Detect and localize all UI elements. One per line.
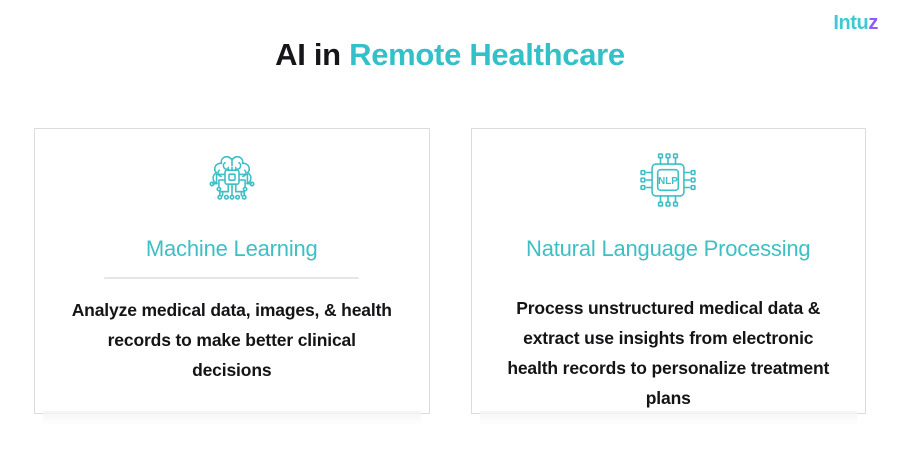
card-shadow bbox=[43, 411, 421, 425]
page-title: AI in Remote Healthcare bbox=[0, 36, 900, 73]
logo-text-accent: z bbox=[868, 12, 878, 34]
page-title-plain: AI in bbox=[275, 37, 350, 72]
card-machine-learning: Machine Learning Analyze medical data, i… bbox=[34, 128, 430, 425]
page-title-accent: Remote Healthcare bbox=[349, 37, 625, 72]
card-divider bbox=[104, 276, 360, 279]
logo-text-primary: Intu bbox=[833, 12, 869, 34]
card-shadow bbox=[479, 411, 857, 425]
card-heading: Machine Learning bbox=[145, 236, 318, 261]
brain-circuit-icon bbox=[201, 151, 263, 209]
card-body-text: Analyze medical data, images, & health r… bbox=[71, 299, 392, 380]
nlp-icon-label: NLP bbox=[658, 176, 678, 187]
card-natural-language-processing: NLP Natural Language Processing Process … bbox=[470, 128, 866, 425]
nlp-chip-icon: NLP bbox=[637, 151, 699, 209]
card-row: Machine Learning Analyze medical data, i… bbox=[34, 128, 866, 425]
card-heading: Natural Language Processing bbox=[526, 236, 811, 261]
card-body-text: Process unstructured medical data & extr… bbox=[507, 297, 830, 408]
